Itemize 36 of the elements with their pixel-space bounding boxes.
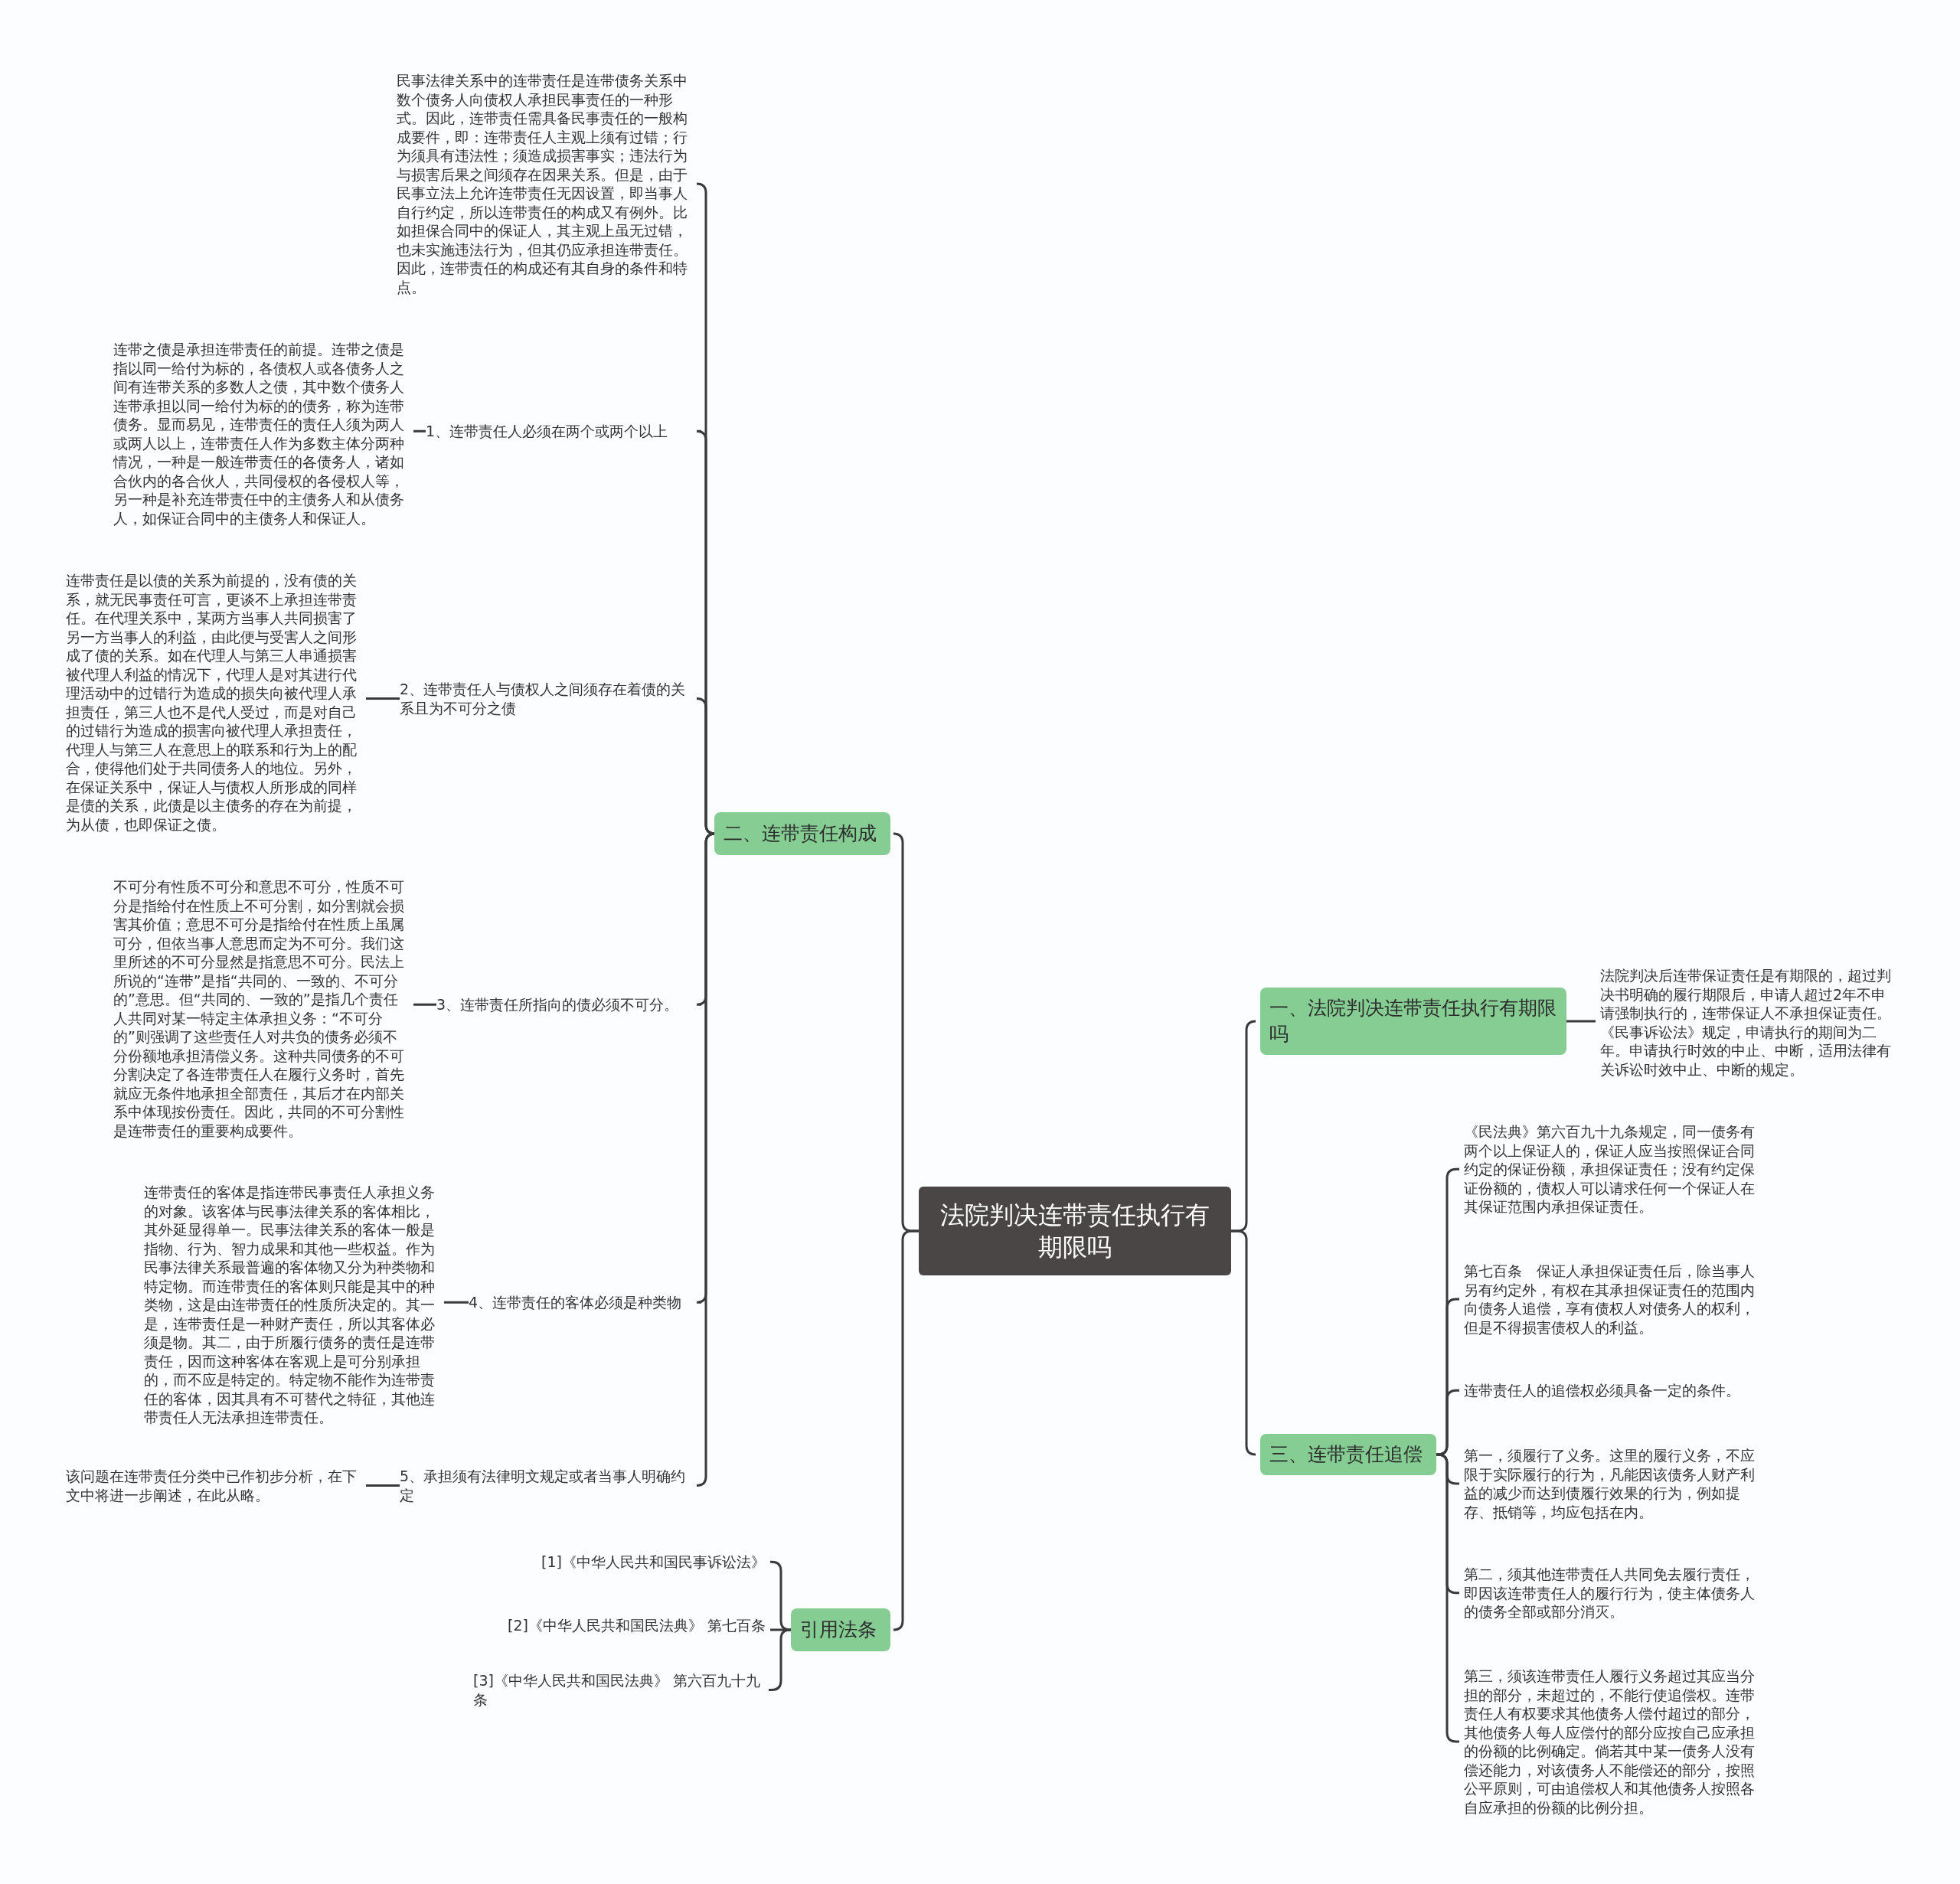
topic-text: 该问题在连带责任分类中已作初步分析，在下文中将进一步阐述，在此从略。 bbox=[66, 1467, 361, 1504]
connector-line bbox=[1566, 1020, 1596, 1023]
topic-text: 连带责任人的追偿权必须具备一定的条件。 bbox=[1464, 1381, 1759, 1400]
topic-text: 5、承担须有法律明文规定或者当事人明确约定 bbox=[400, 1467, 692, 1504]
connector-line bbox=[366, 1484, 400, 1487]
connector-line bbox=[366, 697, 400, 700]
branch-topic-box: 二、连带责任构成 bbox=[714, 812, 890, 855]
topic-text: [2]《中华人民共和国民法典》 第七百条 bbox=[482, 1616, 766, 1635]
branch-topic-box: 一、法院判决连带责任执行有期限吗 bbox=[1260, 988, 1566, 1055]
topic-text: 3、连带责任所指向的债必须不可分。 bbox=[436, 995, 697, 1014]
topic-text: 《民法典》第六百九十九条规定，同一债务有两个以上保证人的，保证人应当按照保证合同约定的保证份额，承担保证责任；没有约定保证份额的，债权人可以请求任何一个保证人在其保证范围内承担保证责任。 bbox=[1464, 1122, 1759, 1216]
connector-line bbox=[413, 1003, 436, 1006]
topic-text: 第一，须履行了义务。这里的履行义务，不应限于实际履行的行为，凡能因该债务人财产利益的减少而达到债履行效果的行为，例如提存、抵销等，均应包括在内。 bbox=[1464, 1446, 1759, 1521]
branch-topic-box: 引用法条 bbox=[791, 1608, 890, 1651]
topic-text: 民事法律关系中的连带责任是连带债务关系中数个债务人向债权人承担民事责任的一种形式。因此，连带责任需具备民事责任的一般构成要件，即：连带责任人主观上须有过错；行为须具有违法性；须造成损害事实；违法行为与损害后果之间须存在因果关系。但是，由于民事立法上允许连带责任无因设置，即当事人自行约定，所以连带责任的构成又有例外。比如担保合同中的保证人，其主观上虽无过错，也未实施违法行为，但其仍应承担连带责任。因此，连带责任的构成还有其自身的条件和特点。 bbox=[397, 71, 692, 296]
central-topic-box: 法院判决连带责任执行有期限吗 bbox=[919, 1187, 1231, 1275]
topic-text: 第三，须该连带责任人履行义务超过其应当分担的部分，未超过的，不能行使追偿权。连带责任人有权要求其他债务人偿付超过的部分，其他债务人每人应偿付的部分应按自己应承担的份额的比例确定。倘若其中某一债务人没有偿还能力，对该债务人不能偿还的部分，按照公平原则，可由追偿权人和其他债务人按照各自应承担的份额的比例分担。 bbox=[1464, 1667, 1759, 1817]
topic-text: 连带责任是以债的关系为前提的，没有债的关系，就无民事责任可言，更谈不上承担连带责任。在代理关系中，某两方当事人共同损害了另一方当事人的利益，由此便与受害人之间形成了债的关系。如在代理人与第三人串通损害被代理人利益的情况下，代理人是对其进行代理活动中的过错行为造成的损失向被代理人承担责任，第三人也不是代人受过，而是对自己的过错行为造成的损害向被代理人承担责任，代理人与第三人在意思上的联系和行为上的配合，使得他们处于共同债务人的地位。另外，在保证关系中，保证人与债权人所形成的同样是债的关系，此债是以主债务的存在为前提，为从债，也即保证之债。 bbox=[66, 571, 361, 834]
topic-text: 连带责任的客体是指连带民事责任人承担义务的对象。该客体与民事法律关系的客体相比，其外延显得单一。民事法律关系的客体一般是指物、行为、智力成果和其他一些权益。作为民事法律关系最普遍的客体物又分为种类物和特定物。而连带责任的客体则只能是其中的种类物，这是由连带责任的性质所决定的。其一是，连带责任是一种财产责任，所以其客体必须是物。其二，由于所履行债务的责任是连带责任，因而这种客体在客观上是可分别承担的，而不应是特定的。特定物不能作为连带责任的客体，因其具有不可替代之特征，其他连带责任人无法承担连带责任。 bbox=[144, 1183, 439, 1427]
topic-text: [3]《中华人民共和国民法典》 第六百九十九条 bbox=[473, 1671, 764, 1709]
connector-line bbox=[413, 429, 426, 433]
topic-text: 4、连带责任的客体必须是种类物 bbox=[469, 1293, 697, 1312]
topic-text: 第七百条 保证人承担保证责任后，除当事人另有约定外，有权在其承担保证责任的范围内向债务人追偿，享有债权人对债务人的权利，但是不得损害债权人的利益。 bbox=[1464, 1262, 1759, 1337]
connector-line bbox=[444, 1301, 469, 1304]
topic-text: 2、连带责任人与债权人之间须存在着债的关系且为不可分之债 bbox=[400, 680, 692, 717]
topic-text: [1]《中华人民共和国民事诉讼法》 bbox=[505, 1553, 766, 1572]
topic-text: 法院判决后连带保证责任是有期限的，超过判决书明确的履行期限后，申请人超过2年不申请强制执行的，连带保证人不承担保证责任。《民事诉讼法》规定，申请执行的期间为二年。申请执行时效的中止、中断，适用法律有关诉讼时效中止、中断的规定。 bbox=[1600, 966, 1896, 1079]
topic-text: 1、连带责任人必须在两个或两个以上 bbox=[426, 422, 697, 441]
branch-topic-box: 三、连带责任追偿 bbox=[1260, 1434, 1436, 1475]
connector-line bbox=[892, 1229, 919, 1631]
topic-text: 第二，须其他连带责任人共同免去履行责任，即因该连带责任人的履行行为，使主体债务人的债务全部或部分消灭。 bbox=[1464, 1565, 1759, 1621]
connector-line bbox=[1231, 1229, 1257, 1456]
topic-text: 连带之债是承担连带责任的前提。连带之债是指以同一给付为标的，各债权人或各债务人之间有连带关系的多数人之债，其中数个债务人连带承担以同一给付为标的的债务，称为连带债务。显而易见，连带责任的责任人须为两人或两人以上，连带责任人作为多数主体分两种情况，一种是一般连带责任的各债务人，诸如合伙内的各合伙人，共同侵权的各侵权人等，另一种是补充连带责任中的主债务人和从债务人，如保证合同中的主债务人和保证人。 bbox=[113, 340, 409, 527]
topic-text: 不可分有性质不可分和意思不可分，性质不可分是指给付在性质上不可分割，如分割就会损害其价值；意思不可分是指给付在性质上虽属可分，但依当事人意思而定为不可分。我们这里所述的不可分显然是指意思不可分。民法上所说的“连带”是指“共同的、一致的、不可分的”意思。但“共同的、一致的”是指几个责任人共同对某一特定主体承担义务：“不可分的”则强调了这些责任人对共负的债务必须不分份额地承担清偿义务。这种共同债务的不可分割决定了各连带责任人在履行义务时，首先就应无条件地承担全部责任，其后才在内部关系中体现按份责任。因此，共同的不可分割性是连带责任的重要构成要件。 bbox=[113, 877, 409, 1140]
connector-line bbox=[1436, 1389, 1459, 1456]
connector-line bbox=[1436, 1453, 1459, 1743]
